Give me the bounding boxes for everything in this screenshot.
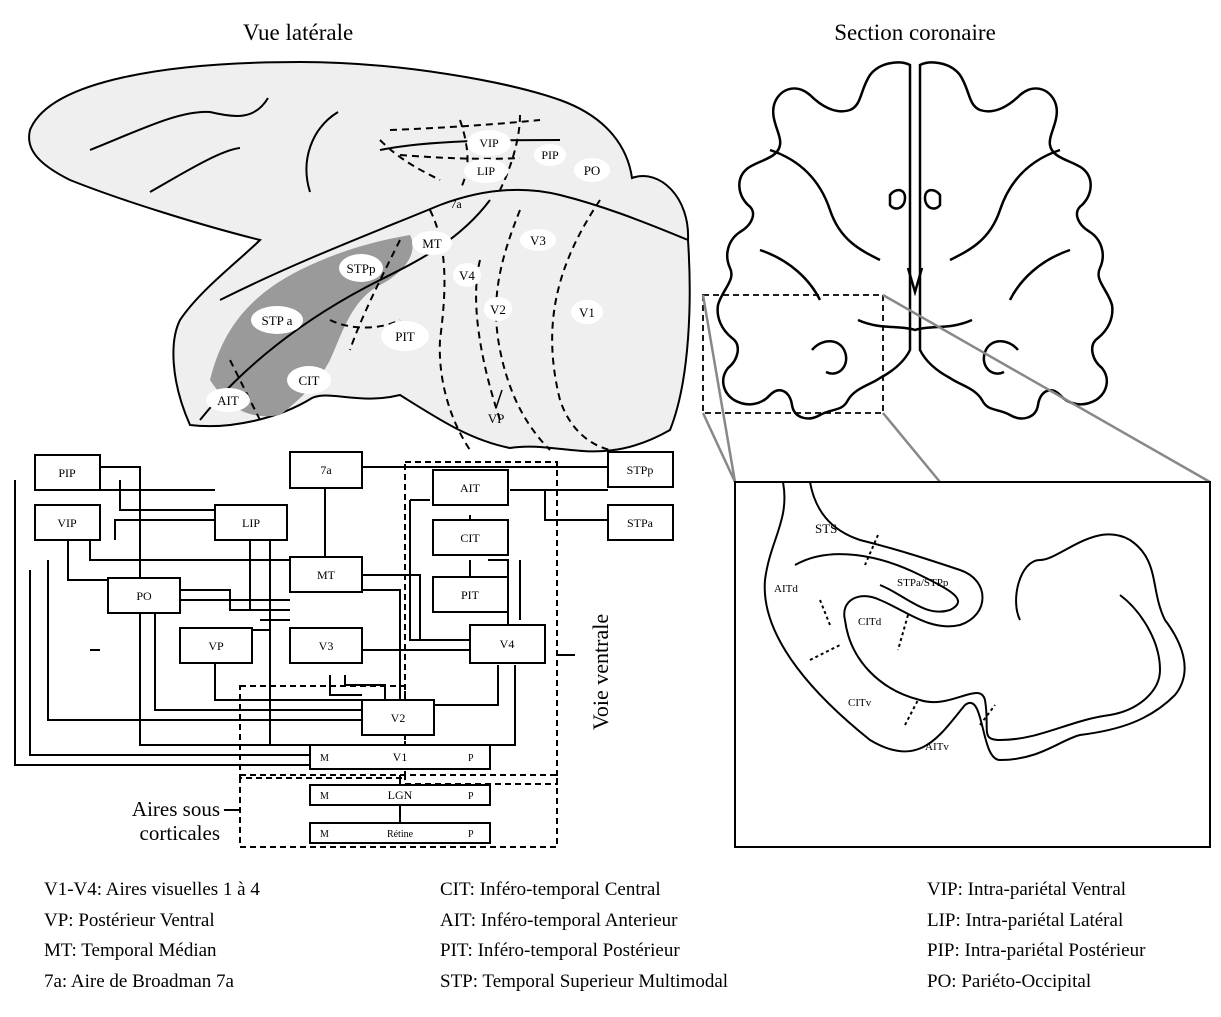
coronal-ventricle-left <box>890 190 905 208</box>
legend-item: MT: Temporal Médian <box>44 936 260 967</box>
legend-item: VIP: Intra-pariétal Ventral <box>927 875 1145 906</box>
box-label-lip: LIP <box>242 516 260 530</box>
retine-p-label: P <box>468 829 474 840</box>
box-label-v2: V2 <box>391 711 406 725</box>
lat-label-vp: VP <box>488 411 505 426</box>
zoom-connector-2 <box>883 413 940 482</box>
legend-item: 7a: Aire de Broadman 7a <box>44 967 260 998</box>
inset-label-aitv: AITv <box>925 741 949 753</box>
lgn-m-label: M <box>320 791 329 802</box>
lat-label-cit: CIT <box>299 373 320 388</box>
box-label-pip: PIP <box>58 466 76 480</box>
lat-label-v3: V3 <box>530 233 546 248</box>
coronal-right-hemisphere <box>920 62 1112 418</box>
legend-item: V1-V4: Aires visuelles 1 à 4 <box>44 875 260 906</box>
lat-label-v1: V1 <box>579 305 595 320</box>
voie-ventrale-label: Voie ventrale <box>588 614 613 730</box>
lat-label-stpa: STP a <box>262 313 293 328</box>
lat-label-stpp: STPp <box>347 261 376 276</box>
legend-item: STP: Temporal Superieur Multimodal <box>440 967 728 998</box>
box-label-stpa: STPa <box>627 516 654 530</box>
legend-column-2: CIT: Inféro-temporal Central AIT: Inféro… <box>440 875 728 997</box>
coronal-section <box>718 62 1113 418</box>
box-label-7a: 7a <box>320 463 332 477</box>
box-label-v4: V4 <box>500 637 515 651</box>
lat-label-7a: 7a <box>450 197 462 211</box>
legend-item: CIT: Inféro-temporal Central <box>440 875 728 906</box>
lat-label-ait: AIT <box>217 393 239 408</box>
aires-sous-label-2: corticales <box>140 821 220 845</box>
v1-p-label: P <box>468 753 474 764</box>
box-label-cit: CIT <box>460 531 480 545</box>
lat-label-mt: MT <box>422 236 442 251</box>
legend-item: LIP: Intra-pariétal Latéral <box>927 906 1145 937</box>
coronal-left-hemisphere <box>718 62 910 418</box>
lat-label-pip: PIP <box>541 148 559 162</box>
inset-label-sts: STS <box>815 521 837 536</box>
inset-frame <box>735 482 1210 847</box>
v1-m-label: M <box>320 753 329 764</box>
lateral-brain-view <box>29 62 690 451</box>
legend-item: AIT: Inféro-temporal Anterieur <box>440 906 728 937</box>
legend-item: PIP: Intra-pariétal Postérieur <box>927 936 1145 967</box>
inset-label-citd: CITd <box>858 616 882 628</box>
lat-label-vip: VIP <box>479 136 499 150</box>
lat-label-v2: V2 <box>490 302 506 317</box>
title-coronal: Section coronaire <box>834 20 996 45</box>
legend-item: PO: Pariéto-Occipital <box>927 967 1145 998</box>
box-label-vp: VP <box>208 639 224 653</box>
title-lateral: Vue latérale <box>243 20 353 45</box>
box-label-lgn: LGN <box>388 788 413 802</box>
legend-column-1: V1-V4: Aires visuelles 1 à 4 VP: Postéri… <box>44 875 260 997</box>
inset-label-aitd: AITd <box>774 583 798 595</box>
legend-item: PIT: Inféro-temporal Postérieur <box>440 936 728 967</box>
box-label-ait: AIT <box>460 481 481 495</box>
box-label-v3: V3 <box>319 639 334 653</box>
box-label-pit: PIT <box>461 588 480 602</box>
lat-label-pit: PIT <box>395 329 415 344</box>
lat-label-po: PO <box>584 163 601 178</box>
retine-m-label: M <box>320 829 329 840</box>
lgn-p-label: P <box>468 791 474 802</box>
aires-sous-label-1: Aires sous <box>132 797 220 821</box>
box-label-stpp: STPp <box>627 463 654 477</box>
inset-label-stpa-stpp: STPa/STPp <box>897 577 949 589</box>
box-label-v1: V1 <box>393 750 408 764</box>
legend-item: VP: Postérieur Ventral <box>44 906 260 937</box>
box-label-po: PO <box>136 589 152 603</box>
box-label-retine: Rétine <box>387 829 414 840</box>
lat-label-v4: V4 <box>459 268 475 283</box>
inset-label-citv: CITv <box>848 697 872 709</box>
lat-label-lip: LIP <box>477 164 495 178</box>
legend-column-3: VIP: Intra-pariétal Ventral LIP: Intra-p… <box>927 875 1145 997</box>
box-label-vip: VIP <box>57 516 77 530</box>
coronal-ventricle-right <box>925 190 940 208</box>
box-label-mt: MT <box>317 568 336 582</box>
